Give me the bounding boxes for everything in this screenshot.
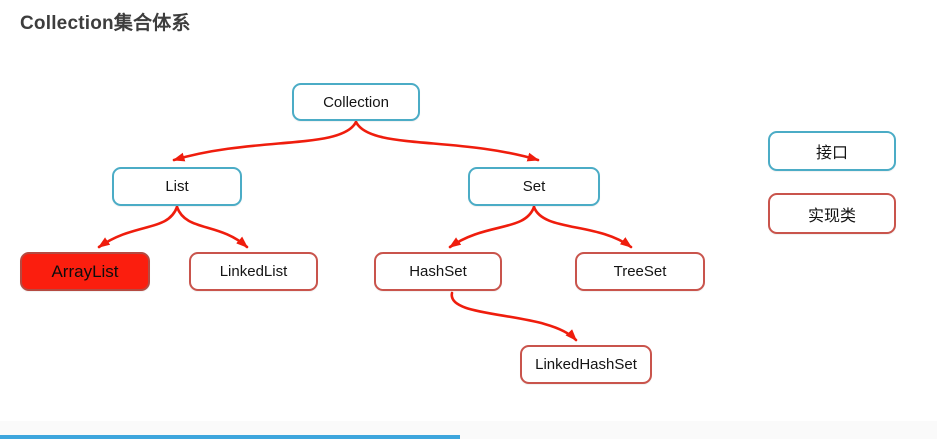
arrow-hashset-to-linkedhashset [450,291,578,342]
video-progress-bar[interactable] [0,435,460,439]
node-arraylist-label: ArrayList [51,261,119,281]
node-linkedlist: LinkedList [189,252,318,291]
node-set: Set [468,167,600,206]
node-linkedhashset-label: LinkedHashSet [535,356,637,373]
page-title: Collection集合体系 [20,13,191,34]
node-collection: Collection [292,83,420,121]
node-treeset: TreeSet [575,252,705,291]
arrow-set-to-hashset [448,205,536,249]
node-hashset: HashSet [374,252,502,291]
legend-interface-box: 接口 [768,131,896,171]
arrow-collection-to-set [354,120,540,162]
legend-implementation-box: 实现类 [768,193,896,234]
node-set-label: Set [522,178,546,195]
node-list-label: List [165,178,189,195]
arrow-list-to-linkedlist [175,205,249,249]
node-arraylist: ArrayList [20,252,150,291]
legend-implementation-label: 实现类 [807,207,856,225]
node-treeset-label: TreeSet [613,263,667,280]
arrow-set-to-treeset [532,205,633,249]
arrow-collection-to-list [172,120,358,162]
node-list: List [112,167,242,206]
node-linkedhashset: LinkedHashSet [520,345,652,384]
legend-interface-label: 接口 [815,145,848,162]
node-collection-label: Collection [323,93,389,111]
arrow-list-to-arraylist [97,205,179,249]
node-hashset-label: HashSet [409,263,467,280]
node-linkedlist-label: LinkedList [219,263,288,280]
footer-strip [0,421,937,439]
